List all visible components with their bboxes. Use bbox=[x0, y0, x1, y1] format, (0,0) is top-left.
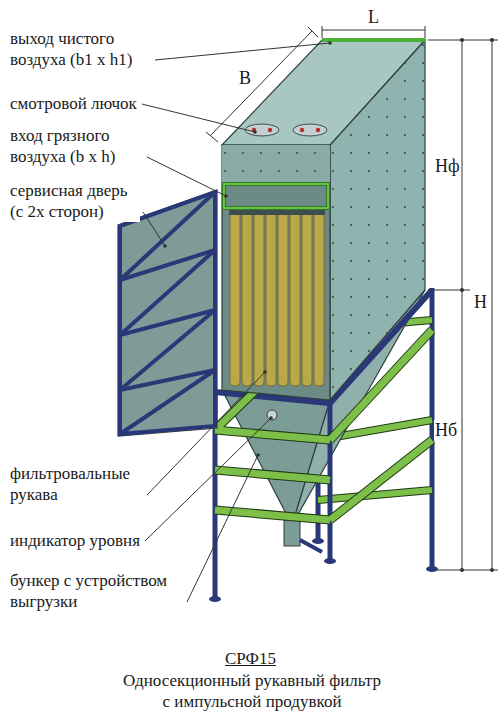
filter-sleeve bbox=[314, 212, 324, 386]
dimension-label: L bbox=[367, 7, 380, 28]
dimension-label: B bbox=[238, 68, 252, 89]
leader-dot bbox=[253, 130, 257, 134]
feet bbox=[209, 538, 438, 602]
filter-sleeve bbox=[290, 212, 300, 386]
housing-front-upper bbox=[222, 145, 330, 182]
dimension-label: Нб bbox=[434, 420, 458, 441]
sleeve-cap bbox=[265, 210, 277, 215]
service-door bbox=[118, 190, 217, 436]
sleeve-cap bbox=[289, 210, 301, 215]
leader-line bbox=[147, 157, 226, 196]
leader-dot bbox=[269, 416, 273, 420]
filter-sleeve bbox=[242, 212, 252, 386]
clean-air-outlet bbox=[322, 38, 425, 42]
leader-dot bbox=[256, 453, 260, 457]
dirty-air-inlet-frame bbox=[224, 184, 328, 208]
leader-line bbox=[187, 455, 258, 602]
inspection-hatches bbox=[245, 124, 327, 136]
sleeve-cap bbox=[241, 210, 253, 215]
sleeve-cap bbox=[229, 210, 241, 215]
filter-sleeve bbox=[254, 212, 264, 386]
leader-line bbox=[145, 418, 271, 541]
filter-sleeves bbox=[229, 210, 325, 386]
leader-line bbox=[143, 212, 165, 246]
level-indicator bbox=[267, 410, 277, 420]
leader-line bbox=[142, 104, 255, 132]
filter-sleeve bbox=[278, 212, 288, 386]
housing-front bbox=[222, 145, 330, 400]
door-frame bbox=[120, 192, 215, 434]
part-label: бункер с устройством выгрузки bbox=[8, 570, 184, 612]
leader-dot bbox=[263, 370, 267, 374]
dirty-air-inlet bbox=[224, 184, 328, 208]
sleeve-cap bbox=[313, 210, 325, 215]
sleeve-cap bbox=[301, 210, 313, 215]
rivets bbox=[222, 145, 330, 182]
unloading-device bbox=[284, 520, 300, 546]
filter-sleeve bbox=[266, 212, 276, 386]
leader-dot bbox=[328, 41, 332, 45]
part-label: фильтровальные рукава bbox=[8, 463, 144, 505]
dimension-label: H bbox=[473, 292, 488, 313]
leader-dot bbox=[163, 244, 167, 248]
filter-sleeve bbox=[302, 212, 312, 386]
part-label: выход чистого воздуха (b1 x h1) bbox=[8, 28, 152, 70]
part-label: сервисная дверь (с 2х сторон) bbox=[8, 180, 140, 222]
title: СРФ15 bbox=[0, 648, 501, 669]
caption: Односекционный рукавный фильтр с импульс… bbox=[120, 670, 384, 712]
dimension-ticks bbox=[460, 38, 494, 572]
part-label: вход грязного воздуха (b x h) bbox=[8, 125, 144, 167]
dimension-label: Нф bbox=[434, 156, 461, 177]
leader-dot bbox=[224, 194, 228, 198]
filter-sleeve bbox=[230, 212, 240, 386]
front-legs bbox=[215, 390, 330, 598]
leader-line bbox=[155, 43, 330, 60]
sleeve-cap bbox=[253, 210, 265, 215]
sleeve-cap bbox=[277, 210, 289, 215]
part-label: смотровой лючок bbox=[8, 93, 139, 114]
part-label: индикатор уровня bbox=[8, 530, 142, 551]
dimension-lines bbox=[206, 26, 498, 570]
